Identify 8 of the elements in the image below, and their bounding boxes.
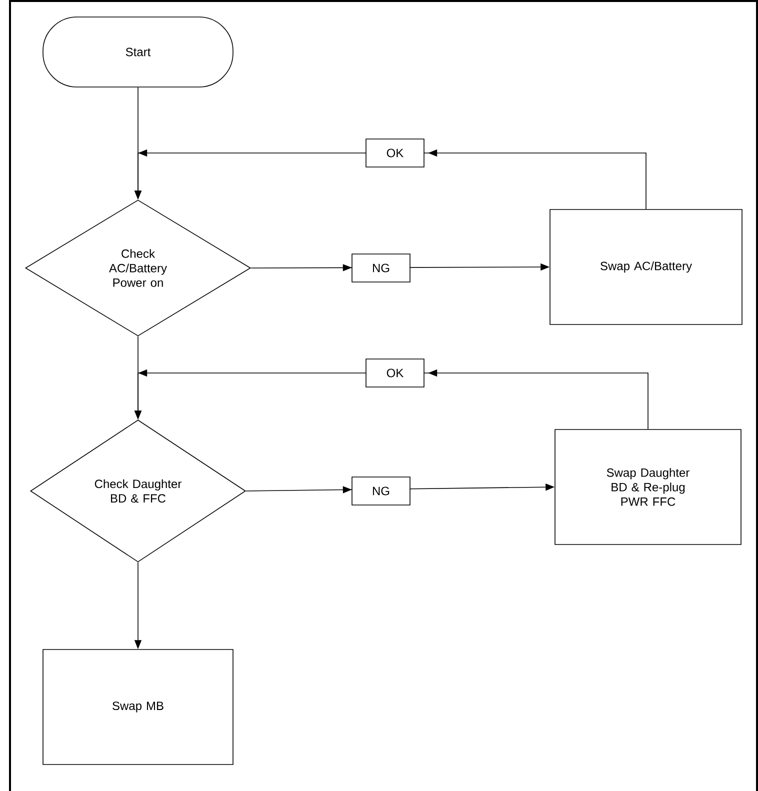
process-box: Swap AC/Battery	[550, 209, 742, 325]
edge-label: NG	[352, 254, 410, 282]
edge-label: OK	[366, 358, 424, 388]
edge-label: OK	[366, 138, 424, 168]
edge-label: NG	[352, 476, 410, 506]
start-terminal: Start	[42, 16, 234, 88]
process-box: Swap Daughter BD & Re-plug PWR FFC	[554, 429, 742, 545]
process-box: Swap MB	[42, 649, 234, 765]
